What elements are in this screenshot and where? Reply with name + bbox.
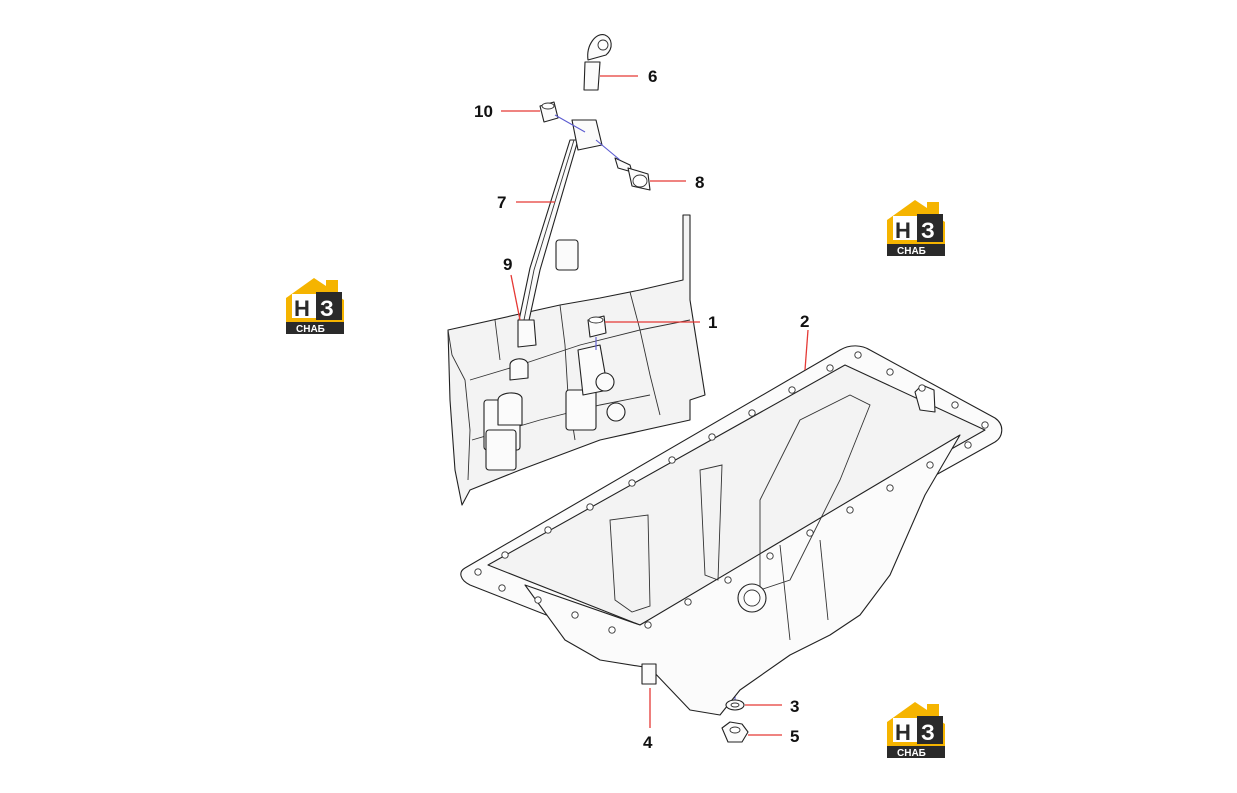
watermark-logo-bottom-right [887,702,945,759]
pan-bolt-holes [474,351,989,634]
watermark-logo-top-right [887,200,945,257]
dipstick-tube [497,34,612,426]
callout-1: 1 [708,313,717,332]
part-3-washer [725,699,745,711]
callout-3: 3 [790,697,799,716]
callout-4: 4 [643,733,653,752]
callout-labels: 6 10 8 7 9 1 2 3 4 5 [474,67,809,752]
part-8-bolt [614,157,651,191]
callout-7: 7 [497,193,506,212]
callout-8: 8 [695,173,704,192]
callout-2: 2 [800,312,809,331]
part-10-grommet [539,101,559,123]
part-5-nut [721,721,749,743]
watermark-logo-left [286,278,344,335]
part-1-sleeve [577,315,626,422]
engine-block [447,214,706,506]
leader-lines [501,75,809,736]
callout-6: 6 [648,67,657,86]
callout-10: 10 [474,102,493,121]
callout-9: 9 [503,255,512,274]
callout-5: 5 [790,727,799,746]
oil-pan [460,345,1003,716]
